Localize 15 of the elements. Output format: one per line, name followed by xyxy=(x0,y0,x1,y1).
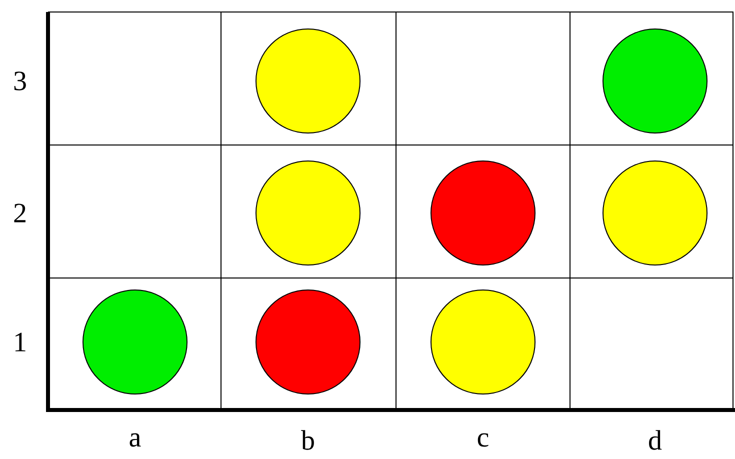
colored-circle xyxy=(430,160,536,266)
colored-circle xyxy=(602,28,708,134)
column-label: d xyxy=(649,430,662,450)
row-label: 1 xyxy=(15,332,26,352)
colored-circle xyxy=(82,290,188,394)
column-label: b xyxy=(301,430,314,450)
row-label: 2 xyxy=(14,204,26,222)
colored-circle xyxy=(430,290,536,394)
colored-circle xyxy=(256,160,360,266)
column-label: c xyxy=(478,433,488,447)
row-label: 3 xyxy=(14,72,26,90)
colored-circle xyxy=(602,160,708,266)
column-label: a xyxy=(130,433,141,447)
colored-circle xyxy=(256,290,360,394)
colored-circle xyxy=(256,28,360,134)
